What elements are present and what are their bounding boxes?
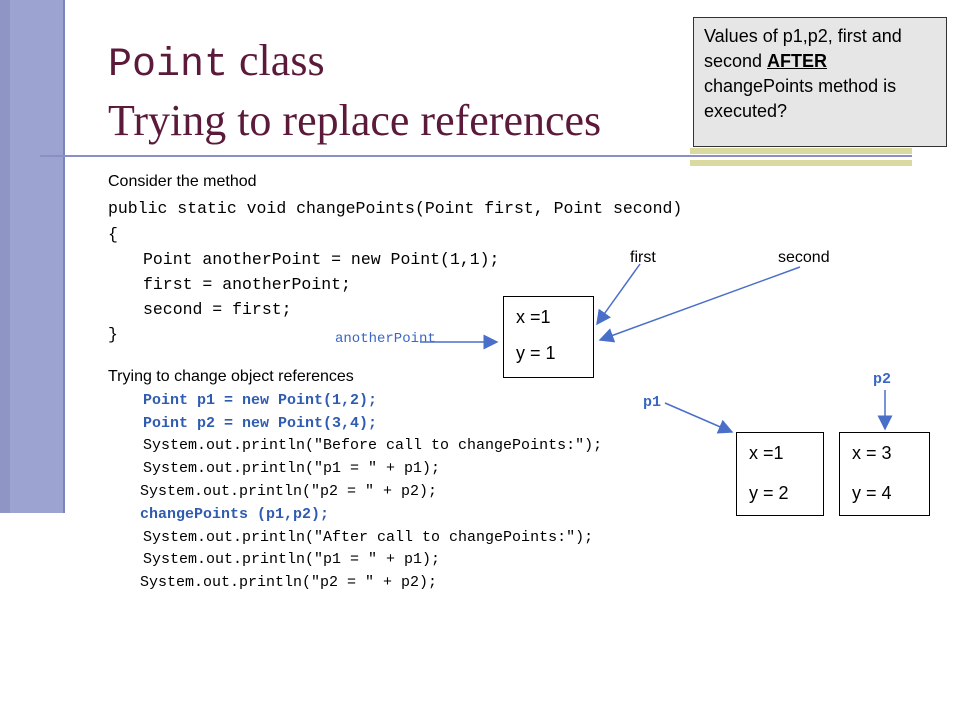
title-rest: class (228, 36, 325, 85)
sidebar-panel (10, 0, 65, 513)
consider-text: Consider the method (108, 173, 257, 190)
object-p1: x =1 y = 2 (736, 432, 824, 516)
code-print-p2-after: System.out.println("p2 = " + p2); (140, 574, 438, 591)
code-line-second: second = first; (143, 300, 292, 319)
code-line-anotherpoint: Point anotherPoint = new Point(1,1); (143, 250, 500, 269)
note-emphasis: AFTER (767, 51, 828, 71)
arrow-second (598, 266, 801, 343)
code-print-p1: System.out.println("p1 = " + p1); (143, 460, 441, 477)
close-brace: } (108, 325, 118, 344)
slide-title: Point class (108, 36, 325, 91)
object-p2-x: x = 3 (852, 443, 892, 463)
note-text-2: changePoints method is executed? (704, 76, 897, 121)
code-print-after: System.out.println("After call to change… (143, 529, 594, 546)
second-label: second (778, 249, 830, 266)
question-callout: Values of p1,p2, first and second AFTER … (693, 17, 947, 147)
object-anotherpoint-x: x =1 (516, 307, 551, 327)
note-text-1: Values of p1,p2, first and second (704, 26, 902, 71)
code-print-before: System.out.println("Before call to chang… (143, 437, 603, 454)
code-line-first: first = anotherPoint; (143, 275, 351, 294)
code-p2-decl: Point p2 = new Point(3,4); (143, 415, 378, 432)
arrow-first (596, 263, 641, 326)
object-p1-x: x =1 (749, 443, 784, 463)
object-p2-y: y = 4 (852, 483, 892, 503)
sidebar-decoration (0, 0, 65, 513)
code-print-p1-after: System.out.println("p1 = " + p1); (143, 551, 441, 568)
first-label: first (630, 249, 656, 266)
trying-text: Trying to change object references (108, 368, 354, 385)
accent-bar-bottom (690, 160, 912, 166)
anotherpoint-label: anotherPoint (335, 331, 436, 347)
title-underline (40, 155, 912, 157)
arrow-p1 (664, 402, 734, 434)
p1-label: p1 (643, 394, 662, 411)
object-anotherpoint: x =1 y = 1 (503, 296, 594, 378)
open-brace: { (108, 225, 118, 244)
object-p1-y: y = 2 (749, 483, 789, 503)
sidebar-edge (63, 0, 65, 513)
p2-label: p2 (873, 371, 892, 388)
title-code: Point (108, 43, 229, 88)
object-p2: x = 3 y = 4 (839, 432, 930, 516)
code-p1-decl: Point p1 = new Point(1,2); (143, 392, 378, 409)
method-signature: public static void changePoints(Point fi… (108, 199, 683, 218)
code-changepoints-call: changePoints (p1,p2); (140, 506, 330, 523)
accent-bar-top (690, 148, 912, 154)
code-print-p2: System.out.println("p2 = " + p2); (140, 483, 438, 500)
slide-subtitle: Trying to replace references (108, 96, 602, 145)
object-anotherpoint-y: y = 1 (516, 343, 556, 363)
